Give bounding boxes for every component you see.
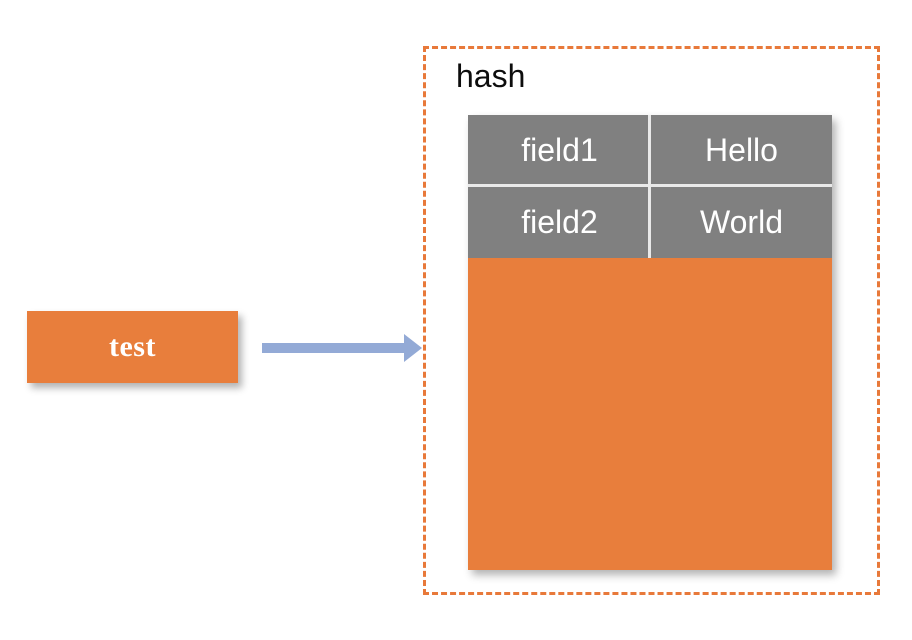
redis-key-label: test [109,330,156,363]
table-row[interactable]: field1 Hello [468,115,832,187]
hash-value-block: field1 Hello field2 World [468,115,832,570]
hash-container-outline [423,46,880,595]
hash-field-cell: field1 [468,115,651,187]
redis-key-box[interactable]: test [27,311,238,383]
arrow-right-icon [262,334,422,362]
hash-type-caption: hash [456,58,526,94]
hash-field-value-table: field1 Hello field2 World [468,115,832,258]
hash-field-cell: field2 [468,186,651,258]
hash-empty-space [470,258,832,570]
points-to-arrow [258,330,426,366]
table-row[interactable]: field2 World [468,186,832,258]
hash-value-cell: Hello [651,115,832,187]
hash-value-cell: World [651,186,832,258]
